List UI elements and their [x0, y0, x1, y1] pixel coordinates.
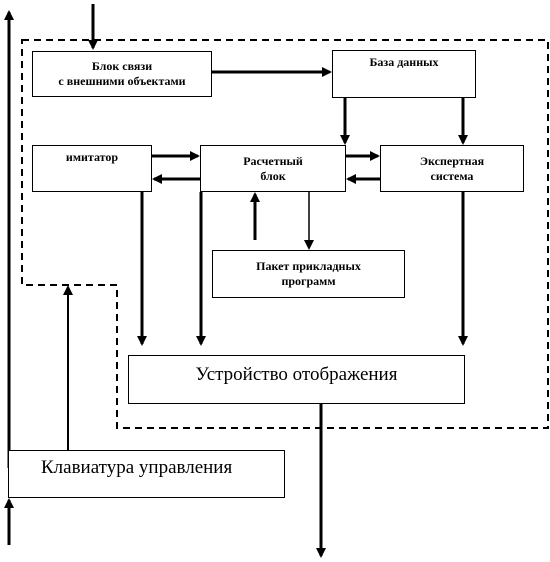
block-expert-line1: Экспертная	[419, 153, 485, 168]
dashed-boundary	[21, 39, 549, 429]
block-package-line2: программ	[281, 274, 336, 288]
block-calc-line1: Расчетный	[243, 153, 303, 168]
block-keyboard: Клавиатура управления	[8, 450, 285, 498]
block-package-line1: Пакет прикладных	[256, 259, 361, 273]
block-link-line1: Блок связи	[91, 59, 153, 73]
block-keyboard-label: Клавиатура управления	[41, 457, 233, 478]
block-display: Устройство отображения	[128, 355, 465, 404]
block-imitator-label: имитатор	[65, 150, 119, 164]
block-database: База данных	[332, 50, 476, 98]
block-link-line2: с внешними объектами	[58, 74, 186, 88]
block-display-label: Устройство отображения	[195, 364, 398, 385]
block-calc-line2: блок	[260, 168, 286, 183]
block-imitator: имитатор	[32, 145, 152, 192]
block-database-label: База данных	[369, 55, 439, 69]
block-expert-line2: система	[430, 168, 474, 183]
